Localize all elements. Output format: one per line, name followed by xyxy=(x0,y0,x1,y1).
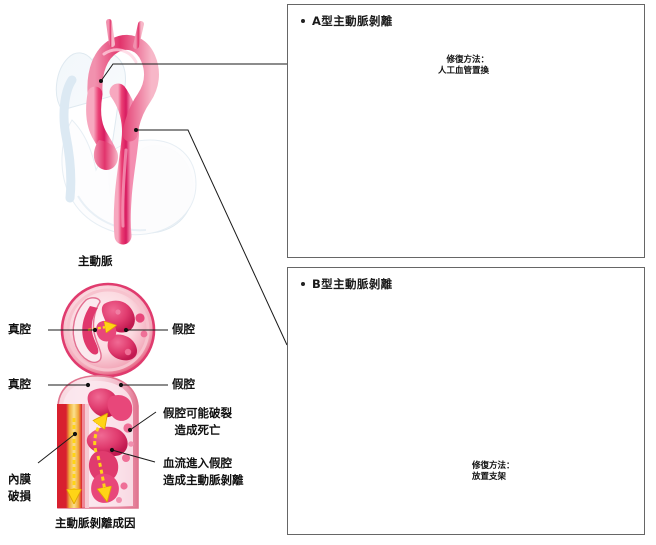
intimal-tear-line2: 破損 xyxy=(8,488,31,503)
panel-b-title-text: B型主動脈剝離 xyxy=(312,277,393,291)
panel-b-title: B型主動脈剝離 xyxy=(301,276,393,292)
cross-section-false-lumen-label: 假腔 xyxy=(172,322,195,336)
longitudinal-caption: 主動脈剝離成因 xyxy=(55,516,136,530)
longitudinal-rupture-label: 假腔可能破裂 造成死亡 xyxy=(163,405,232,438)
cross-section-aorta-label: 主動脈 xyxy=(78,254,113,268)
heart-aorta-overview xyxy=(55,17,197,245)
panel-a-title-text: A型主動脈剝離 xyxy=(312,14,393,28)
panel-b-repair-line2: 放置支架 xyxy=(472,472,507,483)
panel-a-repair-line1: 修復方法： xyxy=(446,55,489,65)
rupture-line1: 假腔可能破裂 xyxy=(163,406,232,420)
panel-b-bullet-icon xyxy=(301,281,305,286)
panel-b-repair-label: 修復方法： 放置支架 xyxy=(472,461,520,483)
longitudinal-flow-label: 血流進入假腔 造成主動脈剝離 xyxy=(163,455,244,488)
panel-a-repair-label: 修復方法： 人工血管置換 xyxy=(437,55,489,77)
intimal-tear-line1: 內膜 xyxy=(8,472,31,486)
longitudinal-false-lumen-label: 假腔 xyxy=(172,377,195,391)
panel-a-repair-line2: 人工血管置換 xyxy=(437,66,489,77)
panel-a-title: A型主動脈剝離 xyxy=(301,13,393,29)
rupture-line2: 造成死亡 xyxy=(174,422,221,437)
cross-section-true-lumen-label: 真腔 xyxy=(8,322,31,336)
longitudinal-section-figure xyxy=(37,375,168,509)
cross-section-figure xyxy=(48,282,168,378)
flow-line1: 血流進入假腔 xyxy=(163,456,232,470)
panel-type-b xyxy=(287,267,645,535)
leader-lines xyxy=(99,63,288,346)
flow-line2: 造成主動脈剝離 xyxy=(163,472,244,487)
panel-type-a xyxy=(287,4,645,258)
intimal-tear-label: 內膜 破損 xyxy=(8,471,31,504)
longitudinal-true-lumen-label: 真腔 xyxy=(8,377,31,391)
panel-a-bullet-icon xyxy=(301,18,305,23)
panel-b-repair-line1: 修復方法： xyxy=(472,461,515,471)
